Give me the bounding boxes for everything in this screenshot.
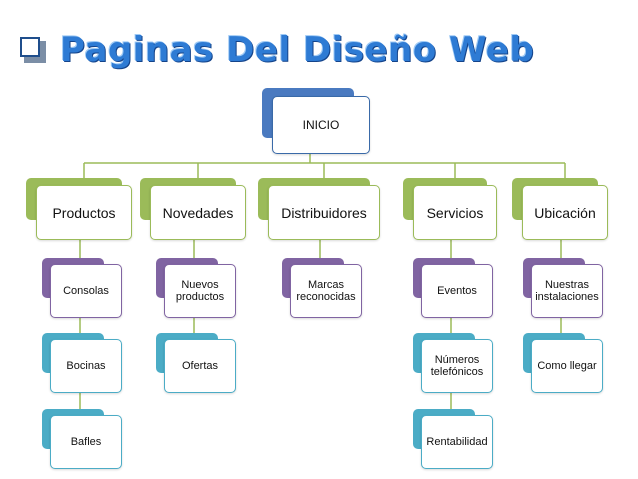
root-node-label: INICIO — [272, 96, 370, 154]
child-node-2-1: Nuevos productos — [156, 258, 236, 318]
branch-node-2: Novedades — [140, 178, 246, 240]
page-title: Paginas Del Diseño Web — [60, 30, 535, 70]
child-node-2-2-label: Ofertas — [164, 339, 236, 393]
branch-node-3: Distribuidores — [258, 178, 380, 240]
child-node-5-2-label: Como llegar — [531, 339, 603, 393]
child-node-5-2: Como llegar — [523, 333, 603, 393]
child-node-1-3: Bafles — [42, 409, 122, 469]
child-node-3-1: Marcas reconocidas — [282, 258, 362, 318]
root-node: INICIO — [262, 88, 370, 154]
child-node-4-1: Eventos — [413, 258, 493, 318]
child-node-5-1: Nuestras instalaciones — [523, 258, 603, 318]
branch-node-3-label: Distribuidores — [268, 185, 380, 240]
child-node-1-2: Bocinas — [42, 333, 122, 393]
child-node-2-2: Ofertas — [156, 333, 236, 393]
child-node-1-3-label: Bafles — [50, 415, 122, 469]
title-area: Paginas Del Diseño Web — [20, 28, 534, 72]
branch-node-1: Productos — [26, 178, 132, 240]
branch-node-1-label: Productos — [36, 185, 132, 240]
child-node-4-2: Números telefónicos — [413, 333, 493, 393]
child-node-3-1-label: Marcas reconocidas — [290, 264, 362, 318]
checkbox-icon — [20, 37, 46, 63]
child-node-4-3: Rentabilidad — [413, 409, 493, 469]
child-node-1-1: Consolas — [42, 258, 122, 318]
child-node-4-3-label: Rentabilidad — [421, 415, 493, 469]
branch-node-5: Ubicación — [512, 178, 608, 240]
child-node-4-1-label: Eventos — [421, 264, 493, 318]
branch-node-4: Servicios — [403, 178, 497, 240]
branch-node-5-label: Ubicación — [522, 185, 608, 240]
child-node-4-2-label: Números telefónicos — [421, 339, 493, 393]
child-node-1-1-label: Consolas — [50, 264, 122, 318]
child-node-1-2-label: Bocinas — [50, 339, 122, 393]
branch-node-4-label: Servicios — [413, 185, 497, 240]
branch-node-2-label: Novedades — [150, 185, 246, 240]
child-node-2-1-label: Nuevos productos — [164, 264, 236, 318]
child-node-5-1-label: Nuestras instalaciones — [531, 264, 603, 318]
